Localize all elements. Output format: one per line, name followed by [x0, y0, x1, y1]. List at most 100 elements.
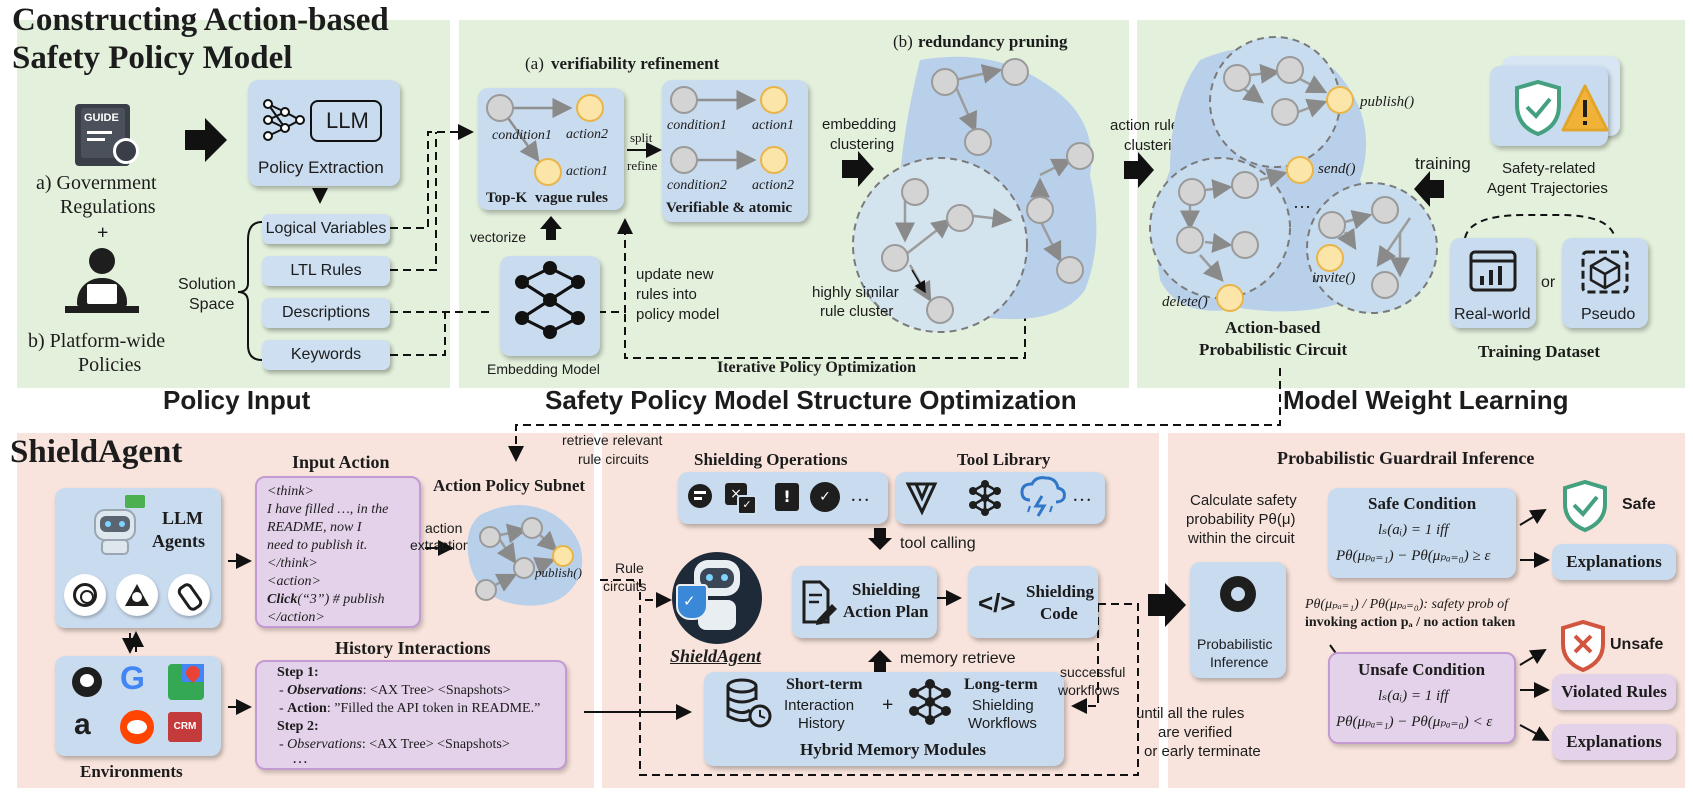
- trajectory-label-1: Safety-related: [1502, 160, 1596, 177]
- verifiable-title: Verifiable & atomic: [666, 200, 793, 216]
- gear-network-icon: [1220, 576, 1256, 612]
- unsafe-condition-title: Unsafe Condition: [1358, 660, 1486, 679]
- tool-lib-dots: …: [1072, 484, 1092, 506]
- similar-cluster-2: rule cluster: [820, 303, 894, 320]
- embedding-model-box: [500, 256, 600, 356]
- circuit-title-1: Action-based: [1225, 318, 1321, 337]
- big-arrow-action-rule: [1124, 152, 1154, 188]
- subnet-publish: publish(): [535, 565, 582, 580]
- obs2-text: : <AX Tree> <Snapshots>: [361, 737, 510, 752]
- safe-formula-1: lₛ(aᵢ) = 1 iff: [1378, 522, 1449, 538]
- circuit-publish: publish(): [1360, 94, 1415, 110]
- verifiable-act2: action2: [752, 178, 794, 193]
- llm-agents-label-2: Agents: [152, 531, 205, 551]
- solution-space-label-2: Space: [189, 296, 235, 313]
- input-line-2: README, now I: [267, 520, 362, 535]
- big-arrow-embedding: [842, 151, 874, 187]
- verifiable-cond1: condition1: [667, 118, 727, 133]
- main-title-line2: Safety Policy Model: [12, 40, 293, 76]
- circuit-dots: …: [1293, 192, 1311, 212]
- source-platform: b) Platform-wide: [28, 330, 166, 352]
- unsafe-formula-1: lₛ(aᵢ) = 1 iff: [1378, 688, 1449, 704]
- prob-note-1: Pθ(μₚₐ₌₁) / Pθ(μₚₐ₌₀): safety prob of: [1305, 597, 1508, 612]
- source-platform-2: Policies: [78, 354, 142, 376]
- unsafe-formula-2: Pθ(μₚₐ₌₁) − Pθ(μₚₐ₌₀) < ε: [1336, 714, 1493, 730]
- weight-learning-heading: Model Weight Learning: [1283, 385, 1569, 415]
- alert-icon: !: [775, 483, 799, 511]
- reddit-icon: [120, 710, 154, 744]
- gear-check-icon: ✓: [810, 482, 840, 512]
- input-line-1: I have filled …, in the: [267, 502, 389, 517]
- embedding-clustering-2: clustering: [830, 136, 895, 153]
- retrieve-label-1: retrieve relevant: [562, 432, 663, 448]
- unsafe-condition-box: [1328, 652, 1516, 744]
- environments-label: Environments: [80, 762, 183, 781]
- until-1: until all the rules: [1136, 705, 1245, 722]
- unsafe-label: Unsafe: [1610, 636, 1664, 653]
- shielding-code-2: Code: [1040, 604, 1078, 623]
- memory-plus: +: [882, 694, 894, 716]
- history-step2: Step 2:: [277, 719, 319, 734]
- history-step1: Step 1:: [277, 665, 319, 680]
- solution-space-label: Solution: [178, 276, 236, 293]
- embedding-model-label: Embedding Model: [487, 361, 600, 377]
- iterative-label: Iterative Policy Optimization: [717, 359, 917, 376]
- click-rest: (“3”) # publish: [297, 592, 385, 607]
- big-arrow-training: [1414, 171, 1444, 207]
- history-obs2: - Observations: <AX Tree> <Snapshots>: [279, 737, 510, 752]
- real-world-label: Real-world: [1454, 306, 1531, 323]
- update-label-3: policy model: [636, 306, 720, 323]
- short-term-1: Short-term: [786, 676, 863, 693]
- retrieve-label-2: rule circuits: [578, 451, 649, 467]
- item-logical-variables: Logical Variables: [262, 214, 390, 244]
- successful-2: workflows: [1058, 682, 1120, 698]
- llm-agents-label-1: LLM: [162, 508, 204, 528]
- input-line-action: <action>: [267, 574, 321, 589]
- input-action-title: Input Action: [292, 452, 390, 472]
- action1-text: : ”Filled the API token in README.”: [326, 701, 541, 716]
- shield-ops-title: Shielding Operations: [694, 450, 848, 469]
- crm-icon: CRM: [168, 712, 202, 742]
- prob-note-2: invoking action pₐ / no action taken: [1305, 615, 1516, 630]
- history-action1: - Action: ”Filled the API token in READM…: [279, 701, 541, 716]
- refine-title: verifiability refinement: [551, 54, 720, 73]
- checklist-icon: ×✓: [725, 483, 757, 515]
- arrow-memory-retrieve: [868, 650, 892, 672]
- update-label-1: update new: [636, 266, 714, 283]
- successful-1: successful: [1060, 664, 1126, 680]
- shieldagent-robot-icon: ✓: [672, 552, 762, 644]
- until-3: or early terminate: [1144, 743, 1261, 760]
- guide-book-icon: GUIDE: [75, 104, 139, 168]
- history-box: [255, 660, 567, 770]
- action-rule-clustering-2: clustering: [1124, 137, 1189, 154]
- vague-topk: Top-K: [486, 190, 528, 206]
- vague-act1: action1: [566, 164, 608, 179]
- step1-label: Step 1: [277, 665, 314, 680]
- item-ltl-rules: LTL Rules: [262, 256, 390, 286]
- input-line-click: Click(“3”) # publish: [267, 592, 384, 608]
- openai-icon: [64, 574, 106, 616]
- click-word: Click: [267, 592, 298, 607]
- vague-act2: action2: [566, 127, 608, 142]
- safe-condition-box: [1328, 488, 1516, 578]
- shielding-code-1: Shielding: [1026, 582, 1095, 601]
- safe-label: Safe: [1622, 496, 1656, 513]
- split-label: split: [630, 130, 653, 145]
- history-title: History Interactions: [335, 638, 491, 658]
- big-arrow-sources: [185, 118, 227, 162]
- shielding-plan-2: Action Plan: [843, 602, 929, 621]
- prob-inference-1: Probabilistic: [1197, 636, 1273, 652]
- refine-title-prefix: (a): [525, 54, 544, 73]
- zoom-search-icon: [688, 484, 712, 508]
- or-label: or: [1541, 274, 1556, 291]
- rule-circuits-2: circuits: [603, 578, 647, 594]
- history-obs1: - Observations: <AX Tree> <Snapshots>: [279, 683, 511, 698]
- input-line-think: <think>: [267, 484, 314, 499]
- vectorize-label: vectorize: [470, 229, 527, 245]
- verifiable-cond2: condition2: [667, 178, 727, 193]
- main-title-line1: Constructing Action-based: [12, 2, 389, 38]
- obs1-label: Observations: [287, 683, 363, 698]
- embedding-clustering-1: embedding: [822, 116, 897, 133]
- code-icon: </>: [978, 588, 1016, 618]
- long-term-3: Workflows: [968, 715, 1037, 732]
